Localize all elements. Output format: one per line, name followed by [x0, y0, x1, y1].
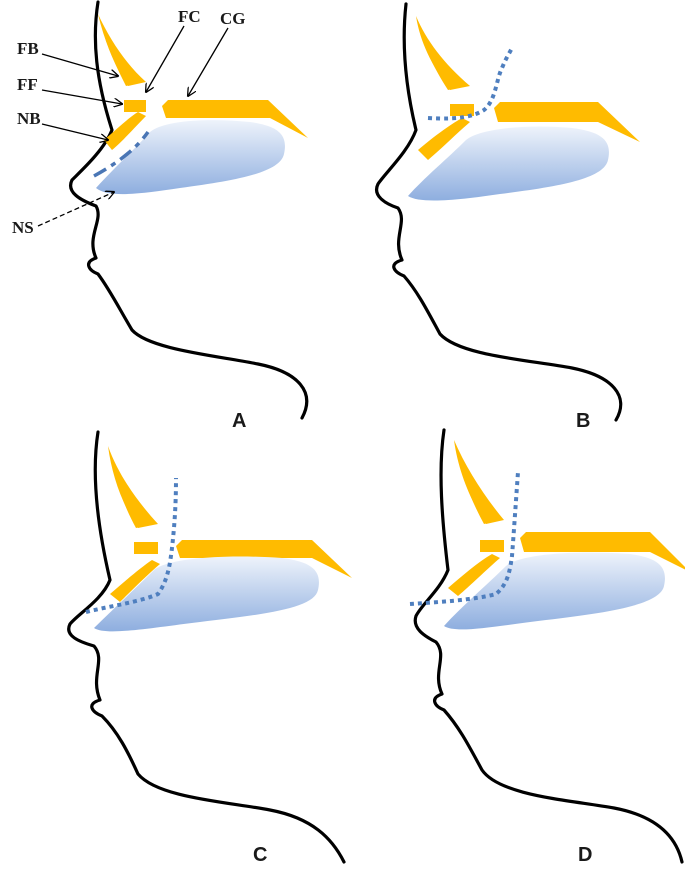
sinus-d	[444, 552, 665, 630]
sinus-c	[94, 556, 319, 632]
sinus-a	[96, 120, 285, 195]
panel-c	[67, 430, 352, 864]
arrow-fc	[146, 25, 185, 92]
arrow-fb	[41, 53, 118, 76]
cranial-base-a	[162, 100, 308, 138]
frontal-bone-inner-c	[112, 458, 154, 528]
facial-profile-a	[69, 0, 309, 420]
sinus-b	[408, 126, 609, 201]
cranial-base-b	[494, 102, 640, 142]
arrow-nb	[41, 123, 108, 140]
frontonasal-junction-c	[134, 542, 158, 554]
frontonasal-junction-a	[124, 100, 146, 112]
frontal-bone-inner-b	[420, 28, 466, 90]
panel-label-c: C	[253, 844, 267, 866]
osteotomy-line-c	[85, 477, 178, 614]
cranial-base-d	[520, 532, 685, 570]
osteotomy-line-b	[427, 47, 514, 121]
label-nb: NB	[17, 109, 41, 128]
nasal-bone-d	[448, 554, 500, 596]
label-ff: FF	[17, 75, 38, 94]
panel-a	[69, 0, 309, 420]
arrow-ff	[41, 89, 122, 104]
panel-label-a: A	[232, 410, 246, 432]
facial-profile-d	[413, 428, 684, 864]
arrow-cg	[188, 27, 229, 96]
annotations-a: FB FF NB NS FC CG	[12, 7, 246, 237]
panel-label-d: D	[578, 844, 592, 866]
frontal-bone-inner-d	[458, 452, 500, 524]
arrow-ns	[37, 192, 114, 227]
nasal-septum-line-a	[93, 130, 150, 178]
panel-d	[409, 428, 685, 864]
nasal-bone-b	[418, 118, 470, 160]
frontonasal-junction-b	[450, 104, 474, 116]
label-fc: FC	[178, 7, 201, 26]
facial-profile-b	[375, 2, 623, 422]
frontal-bone-inner-a	[102, 26, 142, 86]
panel-b	[375, 2, 640, 422]
osteotomy-line-d	[409, 471, 520, 606]
nasal-bone-a	[104, 112, 146, 150]
label-ns: NS	[12, 218, 34, 237]
cranial-base-c	[176, 540, 352, 578]
panel-label-b: B	[576, 410, 590, 432]
facial-profile-c	[67, 430, 346, 864]
label-cg: CG	[220, 9, 246, 28]
nasal-bone-c	[110, 560, 160, 602]
label-fb: FB	[17, 39, 39, 58]
frontonasal-junction-d	[480, 540, 504, 552]
